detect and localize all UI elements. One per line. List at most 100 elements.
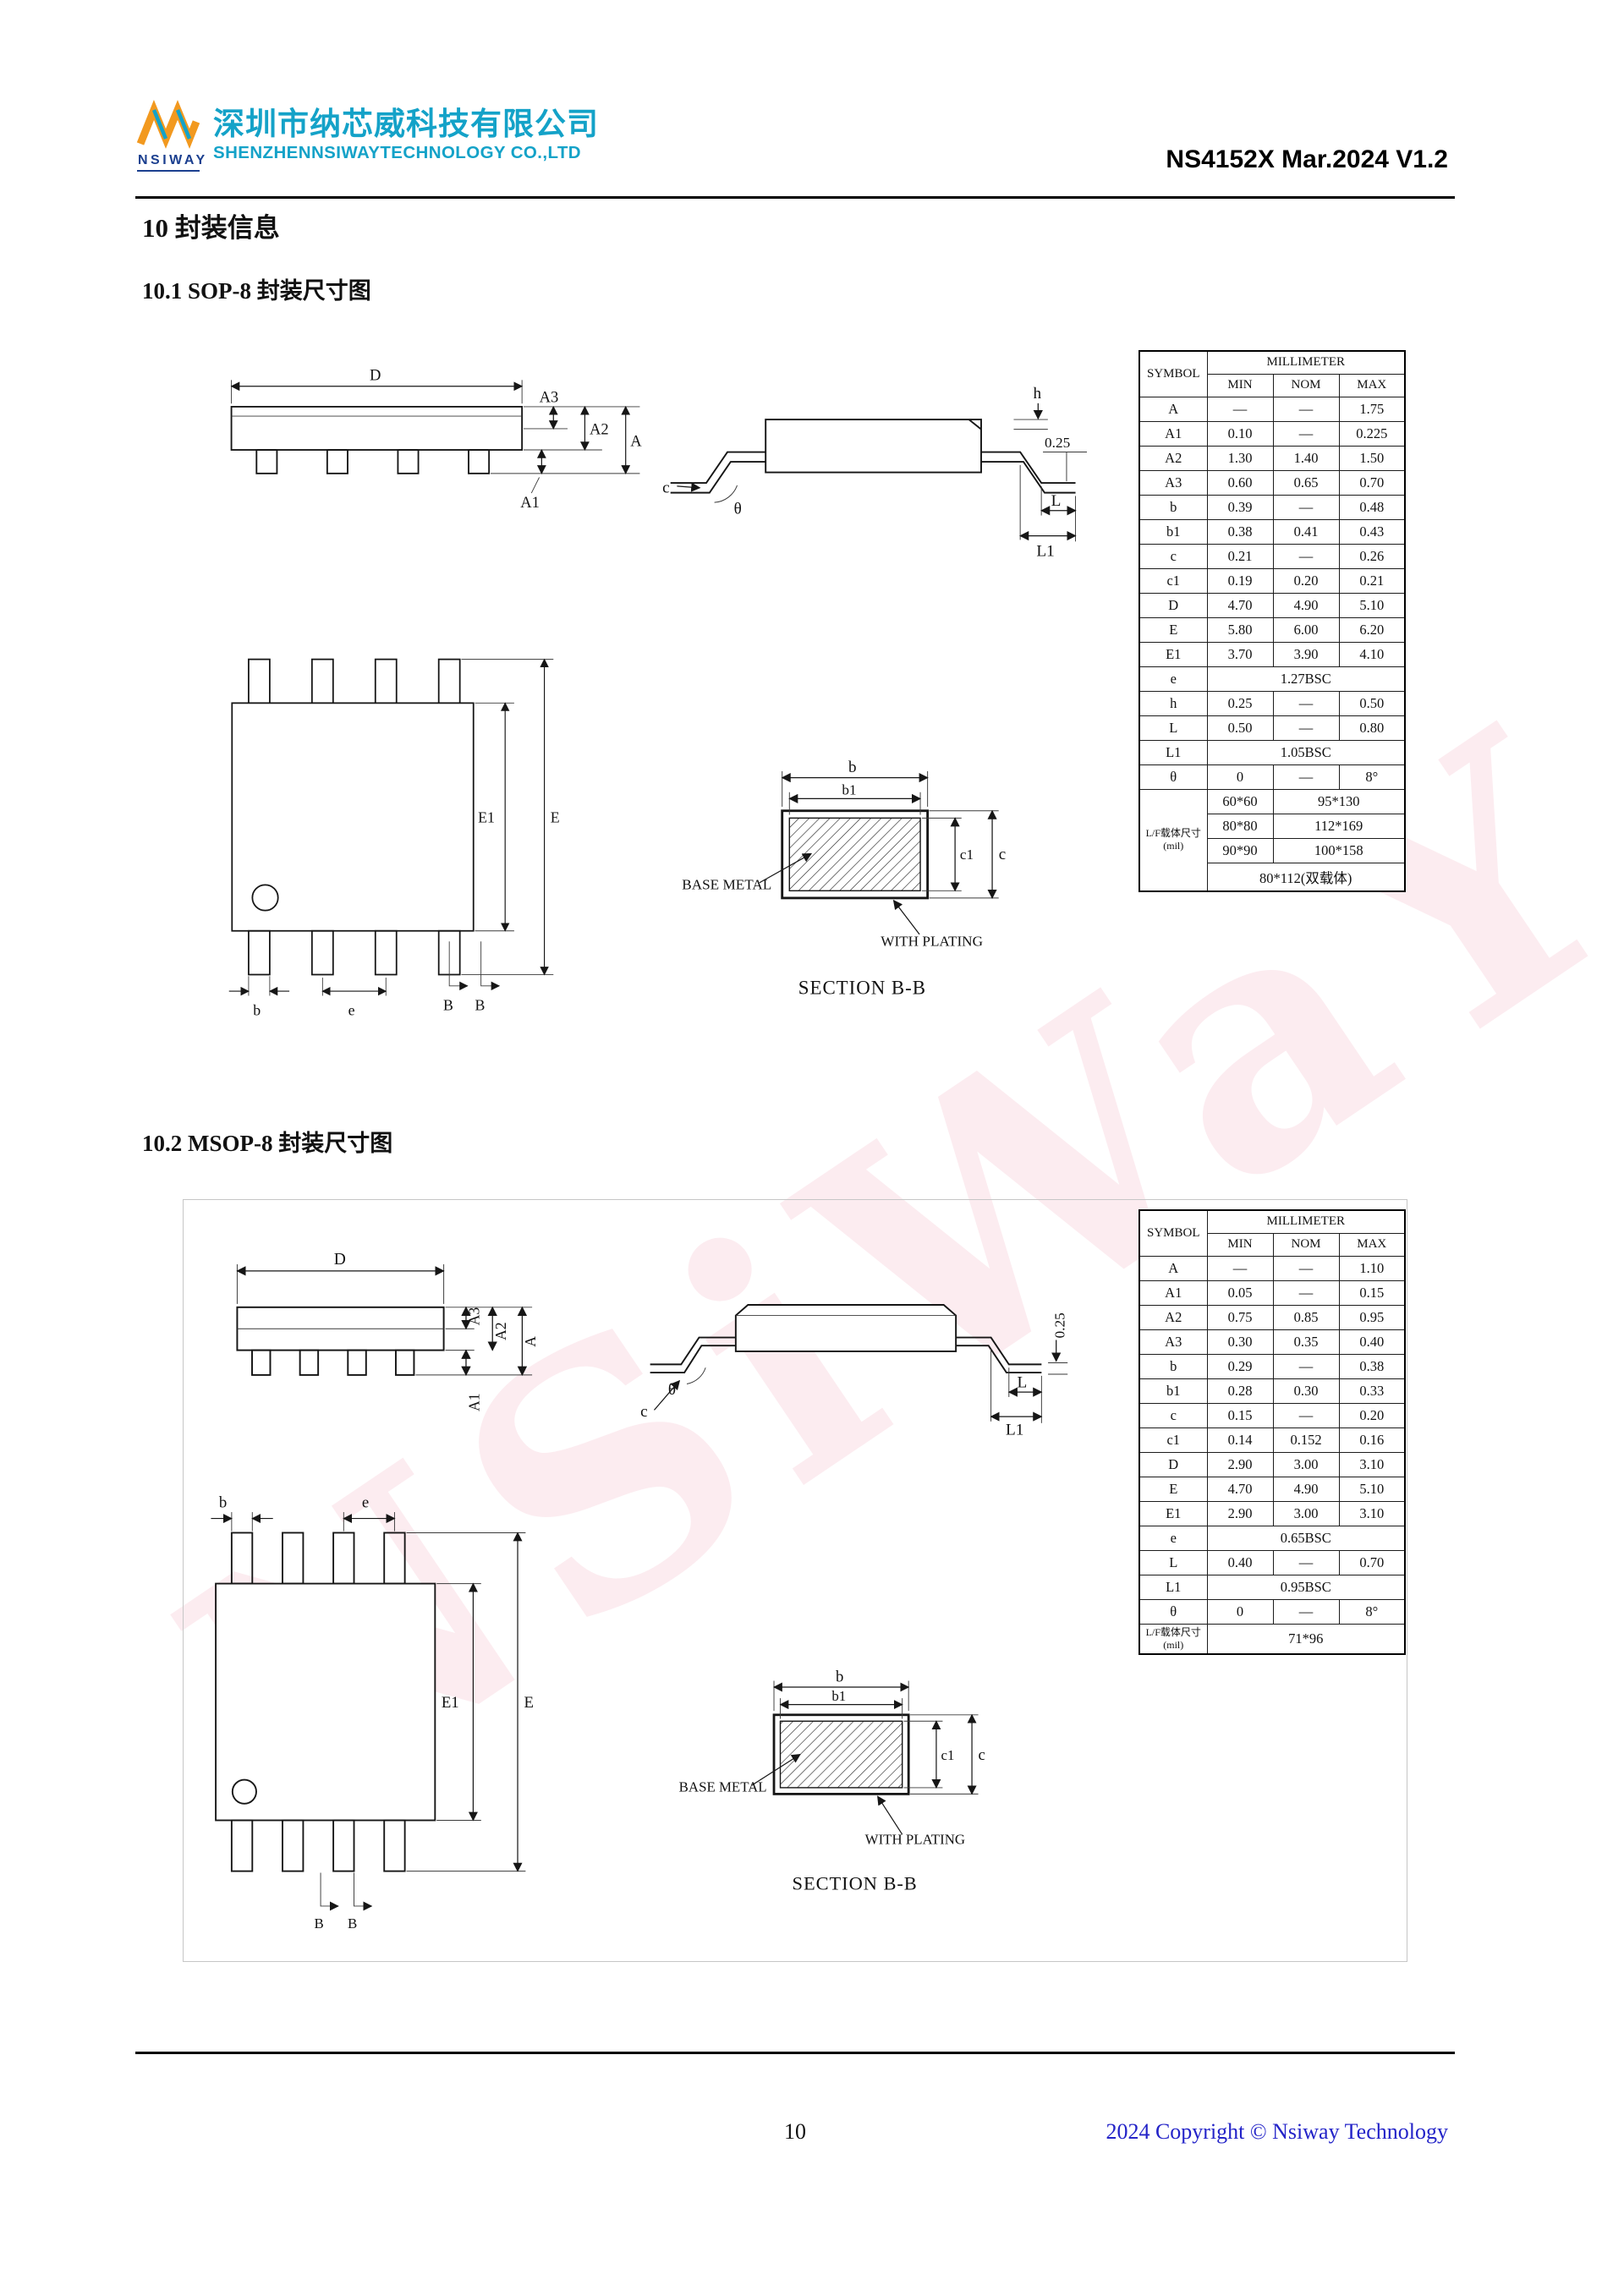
dim-label-b1: b1 [842,782,856,798]
company-logo: NSIWAY [136,100,205,172]
dim-label-theta: θ [734,501,742,518]
dim-label-E: E [551,808,560,825]
dim-label-c: c [979,1746,985,1764]
section-label-B: B [443,996,453,1013]
dim-label-b: b [836,1668,843,1685]
sop8-top-view-drawing: E1 E b e B B [228,658,560,1019]
msop8-side-view-drawing: D A3 A2 A A1 [236,1251,539,1411]
logo-text: NSIWAY [138,153,208,167]
section-label-B: B [348,1915,357,1932]
table-row: A——1.75 [1138,396,1406,422]
base-metal-label: BASE METAL [679,1779,767,1795]
dim-label-e: e [348,1002,355,1019]
lf-carrier-label: L/F载体尺寸(mil) [1138,1623,1208,1654]
header-divider [135,196,1455,199]
unit-header: MILLIMETER [1206,1209,1406,1234]
table-row-lf: 80*112(双载体) [1139,862,1406,891]
msop8-top-view-drawing: b e E1 E B B [211,1493,534,1932]
dim-label-L1: L1 [1006,1421,1023,1438]
dim-label-e: e [362,1493,369,1511]
section-label-B: B [475,996,486,1013]
dim-label-c: c [640,1403,648,1421]
dim-label-E: E [524,1694,534,1712]
symbol-header: SYMBOL [1138,1209,1208,1257]
dim-label-A: A [630,432,642,450]
table-row-lf: L/F载体尺寸(mil) 60*60 95*130 [1138,788,1406,891]
dim-label-A2: A2 [492,1322,509,1340]
dim-label-c: c [662,479,670,497]
msop8-figure-frame [183,1199,1407,1962]
base-metal-label: BASE METAL [682,876,771,892]
sop8-lead-profile-drawing: h 0.25 c θ L L1 [662,385,1087,561]
company-name-en: SHENZHENNSIWAYTECHNOLOGY CO.,LTD [213,142,581,162]
with-plating-label: WITH PLATING [865,1831,965,1847]
symbol-header: SYMBOL [1138,350,1208,397]
copyright-notice: 2024 Copyright © Nsiway Technology [1106,2119,1448,2144]
dim-label-h: h [1034,385,1042,403]
footer-divider [135,2052,1455,2054]
dim-label-b: b [253,1002,261,1019]
dim-label-E1: E1 [442,1694,459,1712]
msop8-subtitle: 10.2 MSOP-8 封装尺寸图 [142,1131,393,1156]
section-title: 10 封装信息 [142,213,280,243]
dim-label-c1: c1 [941,1747,955,1763]
dim-label-L1: L1 [1036,543,1054,561]
dim-label-E1: E1 [478,808,495,825]
company-name-cn: 深圳市纳芯威科技有限公司 [213,107,599,141]
sop8-dimension-table: SYMBOL MILLIMETER MIN NOM MAX A——1.75 A1… [1138,350,1406,892]
dim-label-L: L [1017,1373,1027,1391]
msop8-section-bb-drawing: b b1 c1 c BASE METAL WITH PLATING SECTIO… [679,1668,985,1894]
lf-carrier-label: L/F载体尺寸(mil) [1138,788,1208,891]
dim-label-L: L [1051,492,1062,510]
dim-label-b1: b1 [831,1688,846,1704]
section-label-B: B [315,1915,324,1932]
section-bb-caption: SECTION B-B [793,1873,918,1894]
page-number: 10 [784,2119,806,2144]
unit-header: MILLIMETER [1206,350,1406,375]
company-name-block: 深圳市纳芯威科技有限公司 SHENZHENNSIWAYTECHNOLOGY CO… [213,107,599,162]
dim-label-025: 0.25 [1051,1312,1067,1338]
dim-label-D: D [334,1251,346,1269]
msop8-lead-profile-drawing: 0.25 θ c L L1 [640,1304,1067,1438]
document-reference: NS4152X Mar.2024 V1.2 [1166,145,1448,173]
dim-label-A2: A2 [590,420,609,438]
dim-label-c1: c1 [960,847,974,863]
sop8-subtitle: 10.1 SOP-8 封装尺寸图 [142,278,371,304]
dim-label-b: b [848,759,857,776]
dim-label-A1: A1 [520,494,540,512]
dim-label-A3: A3 [466,1307,483,1326]
dim-label-A1: A1 [466,1393,483,1411]
sop8-side-view-drawing: D A3 A2 A A1 [230,366,642,512]
msop8-dimension-table: SYMBOL MILLIMETER MIN NOM MAX A——1.10 A1… [1138,1209,1406,1655]
